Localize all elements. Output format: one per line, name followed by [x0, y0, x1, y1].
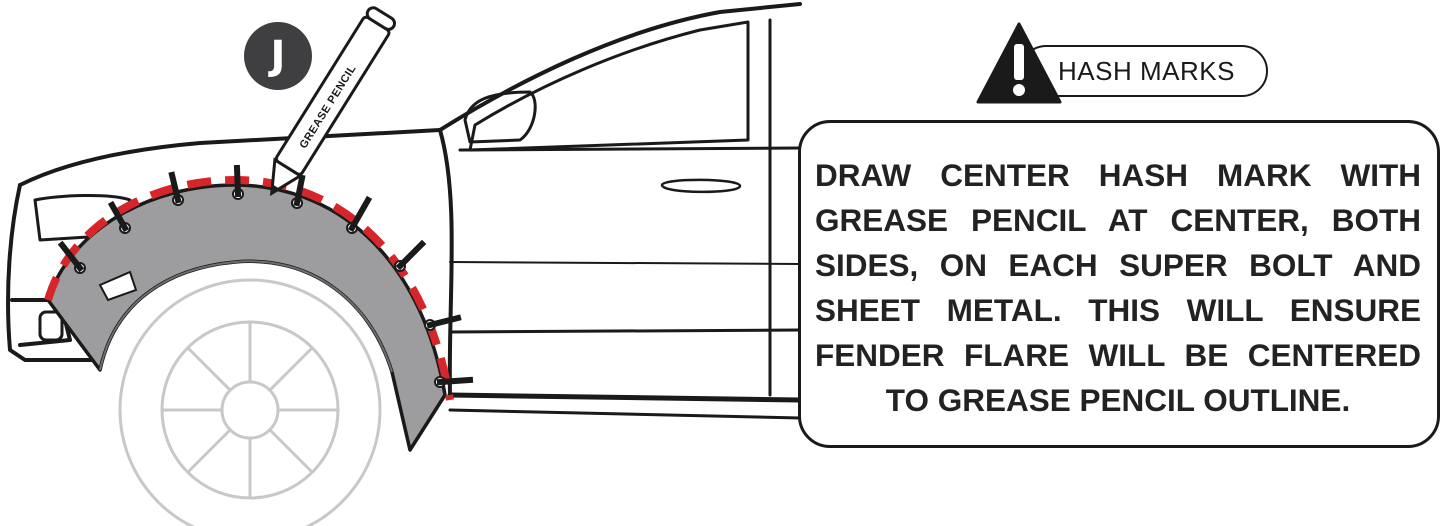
instruction-line: TO GREASE PENCIL OUTLINE.: [815, 378, 1421, 423]
hash-mark: [430, 318, 458, 325]
instruction-line: SHEET METAL. THIS WILL ENSURE: [815, 288, 1421, 333]
hash-mark: [352, 200, 368, 228]
hash-mark: [400, 244, 422, 266]
instruction-line: GREASE PENCIL AT CENTER, BOTH: [815, 198, 1421, 243]
front-wheel: [120, 280, 380, 526]
instruction-line: FENDER FLARE WILL BE CENTERED: [815, 333, 1421, 378]
step-letter: J: [271, 33, 286, 79]
instruction-box: DRAW CENTER HASH MARK WITH GREASE PENCIL…: [798, 120, 1440, 448]
hash-mark: [237, 168, 238, 194]
instruction-line: SIDES, ON EACH SUPER BOLT AND: [815, 243, 1421, 288]
step-badge: J: [244, 22, 312, 90]
instruction-line: DRAW CENTER HASH MARK WITH: [815, 153, 1421, 198]
hash-mark: [440, 380, 470, 382]
warning-triangle-icon: [976, 22, 1062, 104]
fender-flare: [48, 185, 445, 450]
hash-marks-label: HASH MARKS: [1058, 56, 1235, 87]
